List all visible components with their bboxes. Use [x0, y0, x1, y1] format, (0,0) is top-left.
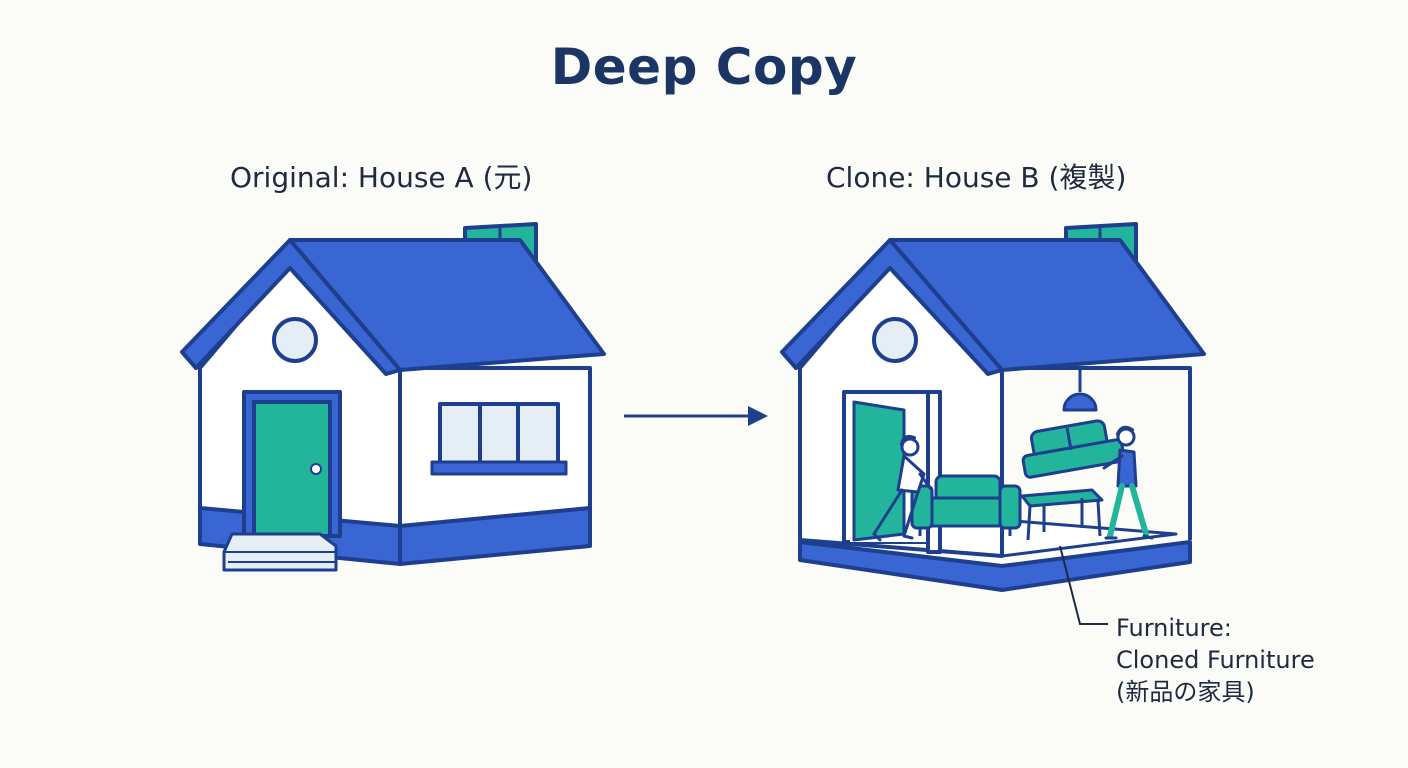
- house-b-open-frame: [1002, 366, 1192, 540]
- pendant-lamp: [1062, 370, 1098, 412]
- callout-leader-line: [1059, 545, 1108, 625]
- original-house-label: Original: House A (元): [230, 161, 533, 194]
- callout-line-2: Cloned Furniture: [1116, 646, 1315, 674]
- house-b-round-window: [872, 317, 918, 363]
- callout-line-3: (新品の家具): [1116, 678, 1255, 706]
- original-house: [180, 222, 606, 572]
- callout-line-1: Furniture:: [1116, 614, 1232, 642]
- person-left: [872, 434, 932, 542]
- house-a-window: [438, 402, 560, 466]
- house-a-round-window: [272, 317, 318, 363]
- furniture-callout: Furniture: Cloned Furniture (新品の家具): [1116, 612, 1315, 708]
- clone-house: [780, 222, 1206, 592]
- cloned-furniture: [910, 419, 1126, 541]
- sofa-being-carried: [1021, 419, 1126, 479]
- house-b-door: [852, 400, 906, 542]
- sofa-on-floor: [910, 474, 1022, 536]
- house-a-door-knob: [310, 463, 322, 475]
- copy-arrow: [624, 406, 768, 426]
- coffee-table: [1020, 488, 1104, 541]
- person-right: [1102, 425, 1154, 540]
- diagram-title: Deep Copy: [550, 38, 858, 96]
- clone-house-label: Clone: House B (複製): [826, 161, 1127, 194]
- house-b-floor: [798, 540, 1192, 592]
